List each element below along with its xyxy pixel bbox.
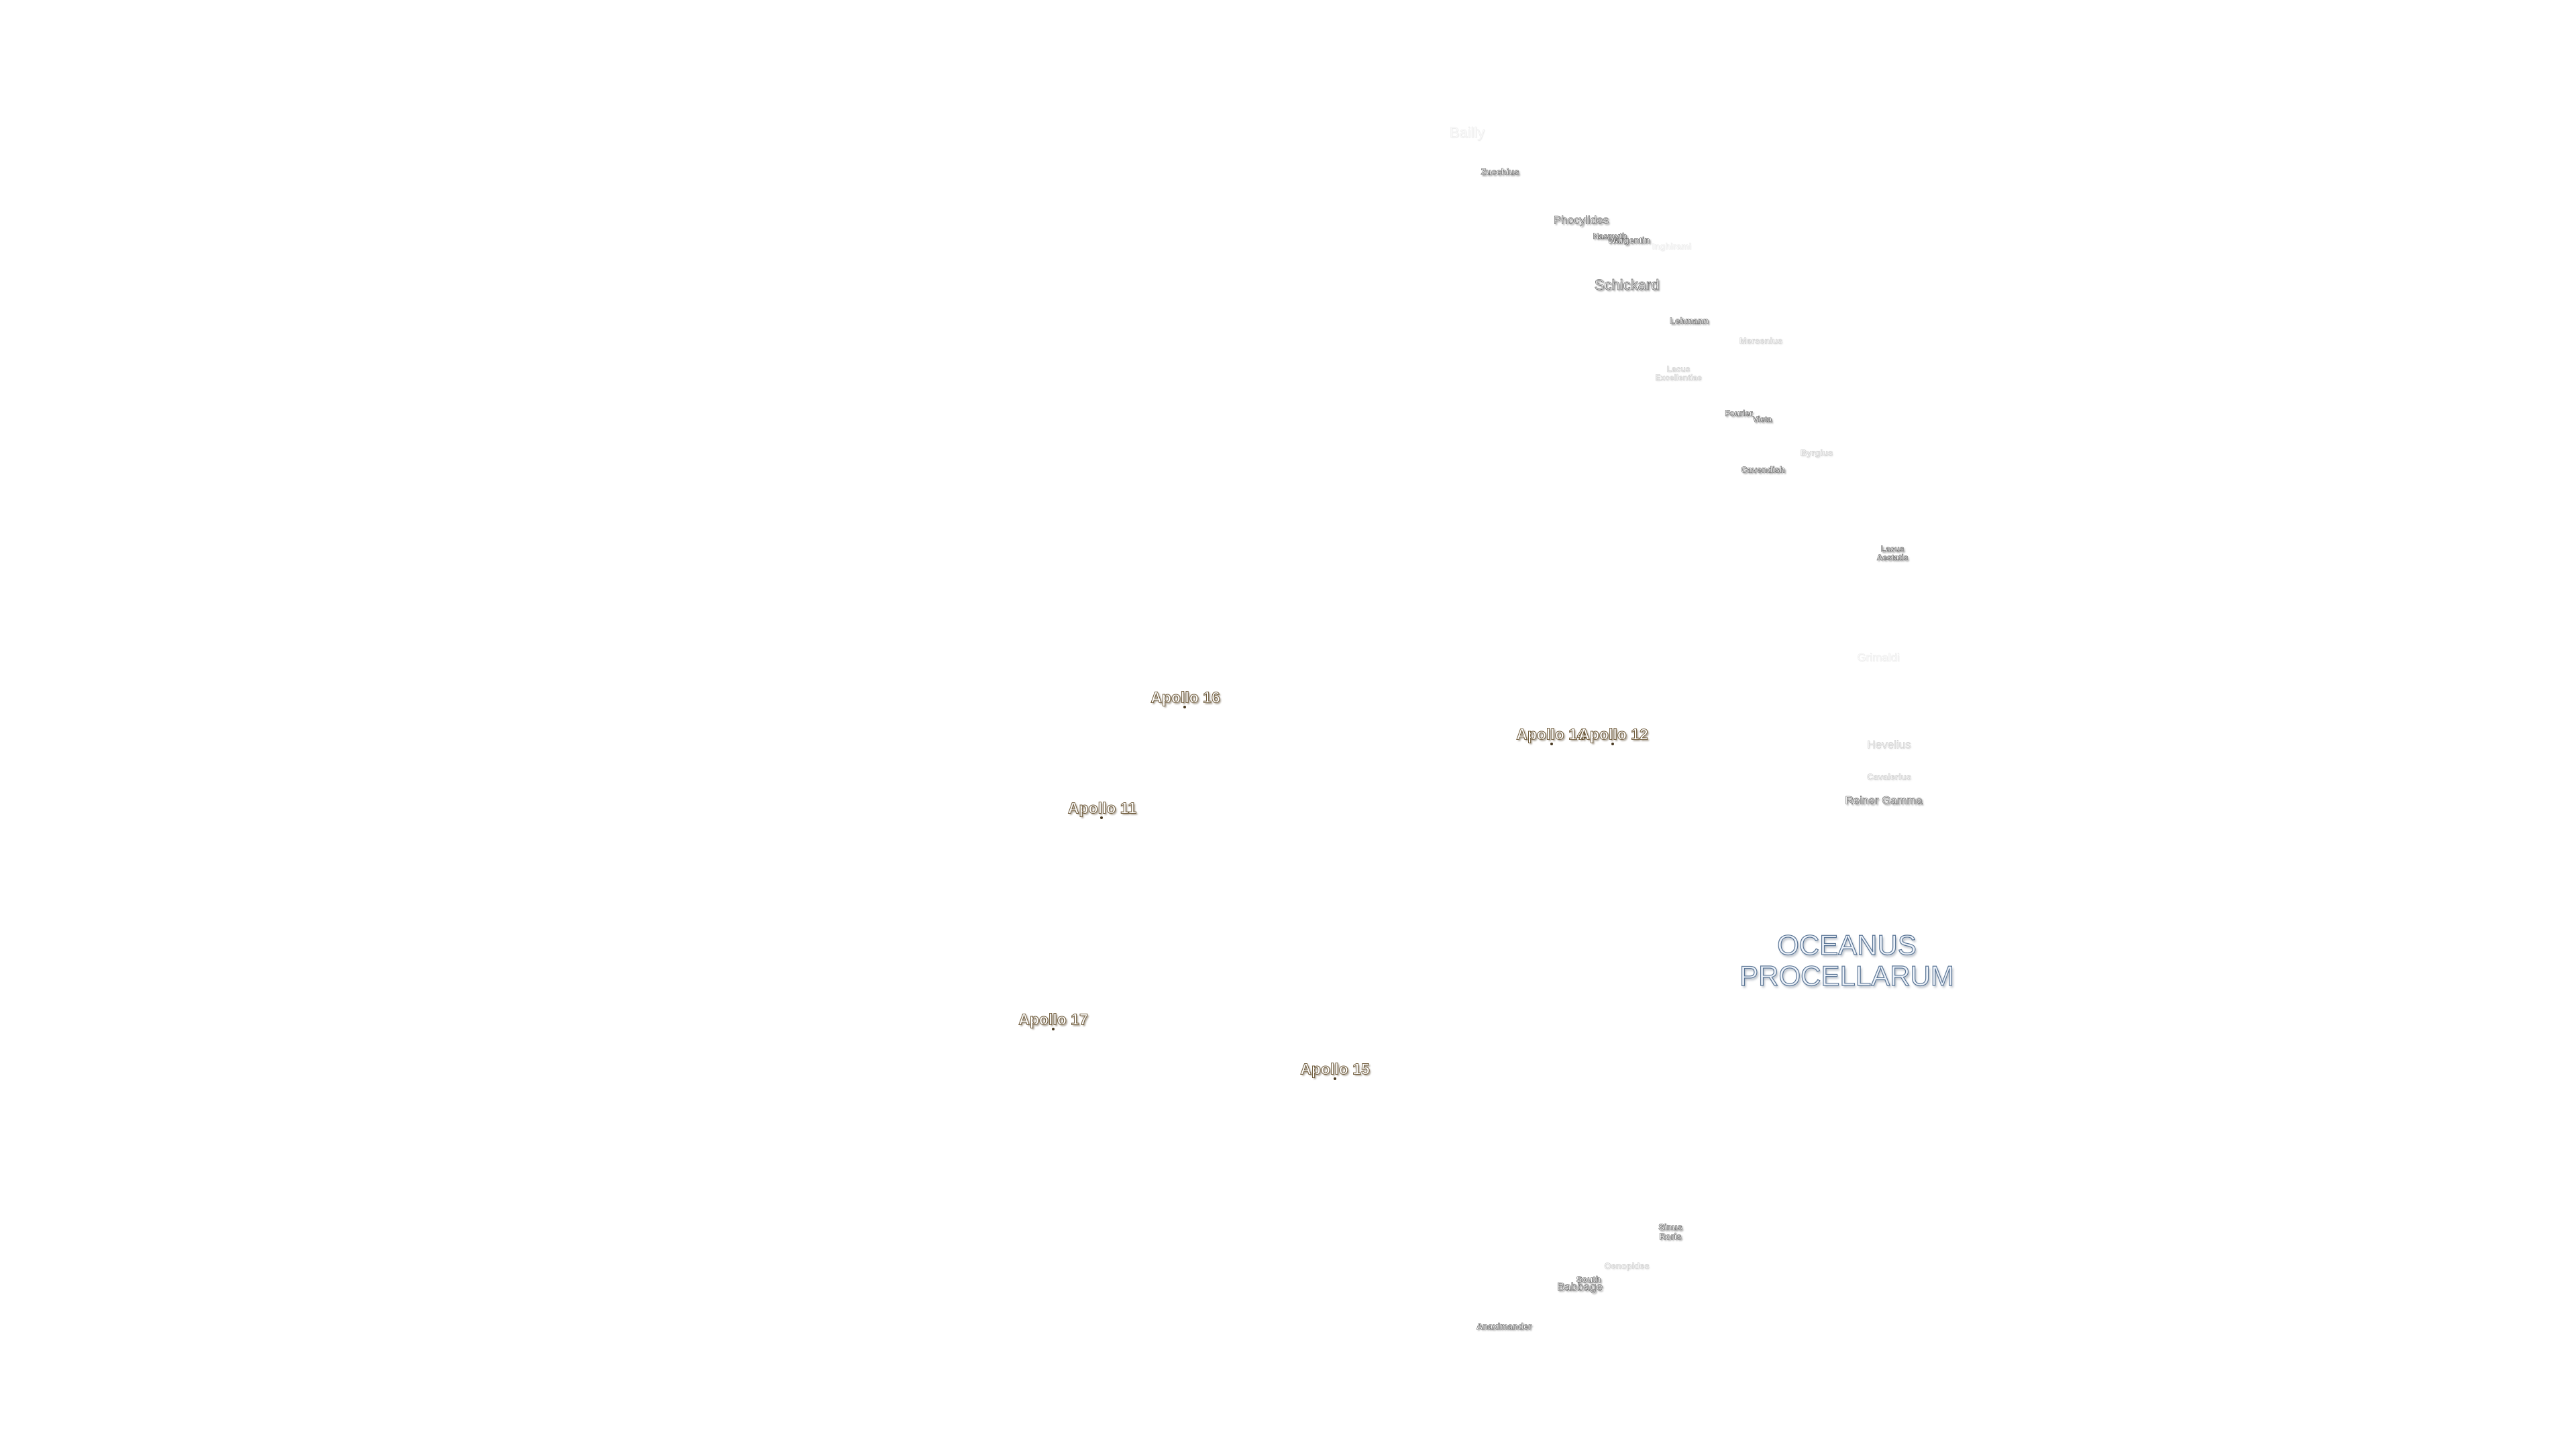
crater-label-schickard: Schickard — [1594, 276, 1660, 293]
crater-label-oenopides: Oenopides — [1604, 1260, 1650, 1271]
apollo-11-label[interactable]: Apollo 11 — [1067, 799, 1137, 817]
crater-label-nasmyth: Nasmyth — [1593, 231, 1627, 241]
apollo-12-label[interactable]: Apollo 12 — [1578, 725, 1649, 743]
apollo-16-marker-icon[interactable] — [1183, 706, 1186, 708]
crater-label-phocylides: Phocylides — [1553, 213, 1609, 227]
crater-label-inghirami: Inghirami — [1652, 241, 1692, 252]
apollo-15-marker-icon[interactable] — [1334, 1077, 1336, 1080]
crater-label-reiner-gamma: Reiner Gamma — [1845, 794, 1923, 807]
crater-label-bailly: Bailly — [1449, 124, 1485, 141]
sinus-label-roris: Sinus Roris — [1658, 1222, 1682, 1242]
apollo-14-label[interactable]: Apollo 14 — [1516, 725, 1587, 743]
crater-label-vieta: Vieta — [1752, 415, 1772, 424]
apollo-14-marker-icon[interactable] — [1550, 743, 1553, 745]
crater-label-byrgius: Byrgius — [1800, 447, 1833, 458]
crater-label-grimaldi: Grimaldi — [1857, 651, 1900, 664]
lacus-label-aestatis: Lacus Aestatis — [1876, 543, 1909, 562]
apollo-17-marker-icon[interactable] — [1052, 1028, 1055, 1030]
apollo-17-label[interactable]: Apollo 17 — [1018, 1010, 1089, 1028]
crater-label-anaximander: Anaximander — [1476, 1321, 1532, 1332]
crater-label-mersenius: Mersenius — [1739, 335, 1783, 346]
crater-label-lehmann: Lehmann — [1670, 315, 1709, 326]
crater-label-fourier: Fourier — [1725, 409, 1753, 418]
apollo-15-label[interactable]: Apollo 15 — [1300, 1060, 1371, 1078]
crater-label-south: South — [1576, 1274, 1601, 1285]
mare-label-oceanus-procellarum: OCEANUS PROCELLARUM — [1739, 928, 1955, 992]
apollo-12-marker-icon[interactable] — [1611, 743, 1614, 745]
crater-label-cavalerius: Cavalerius — [1867, 771, 1911, 782]
crater-label-zucchius: Zucchius — [1481, 166, 1519, 177]
crater-label-wargentin: Wargentin — [1607, 235, 1650, 246]
crater-label-hevelius: Hevelius — [1867, 738, 1911, 751]
lacus-label-excellentiae: Lacus Excellentiae — [1655, 364, 1702, 382]
apollo-11-marker-icon[interactable] — [1100, 816, 1103, 819]
crater-label-babbage: Babbage — [1556, 1280, 1603, 1293]
apollo-16-label[interactable]: Apollo 16 — [1150, 688, 1221, 706]
crater-label-cavendish: Cavendish — [1741, 464, 1785, 475]
